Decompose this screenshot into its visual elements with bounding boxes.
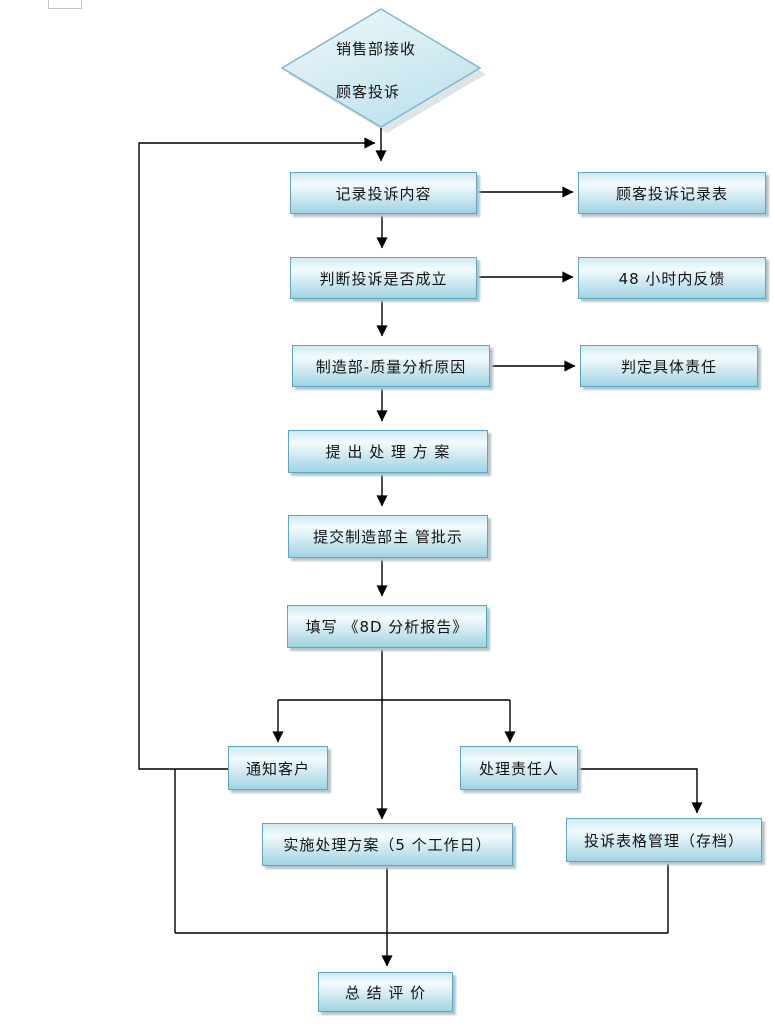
node-fill-8d-report-label: 填写 《8D 分析报告》 bbox=[305, 618, 469, 636]
node-feedback-48h: 48 小时内反馈 bbox=[578, 257, 766, 299]
node-notify-customer: 通知客户 bbox=[228, 746, 328, 790]
connector-handler-archive bbox=[578, 768, 703, 814]
node-implement-plan-label: 实施处理方案（5 个工作日） bbox=[283, 836, 492, 854]
node-analyze-cause: 制造部-质量分析原因 bbox=[292, 345, 490, 387]
start-diamond bbox=[280, 8, 482, 128]
connector-feedback-loop bbox=[138, 137, 376, 770]
node-form-archive: 投诉表格管理（存档） bbox=[566, 818, 762, 862]
node-summary: 总 结 评 价 bbox=[318, 972, 453, 1012]
node-propose-plan: 提 出 处 理 方 案 bbox=[288, 430, 488, 473]
node-propose-plan-label: 提 出 处 理 方 案 bbox=[325, 443, 451, 461]
node-form-archive-label: 投诉表格管理（存档） bbox=[583, 831, 744, 850]
node-judge: 判断投诉是否成立 bbox=[290, 257, 477, 299]
node-record: 记录投诉内容 bbox=[290, 172, 477, 214]
start-label-line1: 销售部接收 bbox=[336, 40, 417, 58]
connector-lines bbox=[138, 128, 703, 967]
node-judge-label: 判断投诉是否成立 bbox=[319, 269, 448, 288]
node-implement-plan: 实施处理方案（5 个工作日） bbox=[262, 823, 513, 866]
page-artifact-rectangle bbox=[48, 0, 82, 9]
node-determine-responsibility: 判定具体责任 bbox=[580, 345, 758, 387]
node-handle-responsible-label: 处理责任人 bbox=[478, 759, 559, 778]
node-submit-approval-label: 提交制造部主 管批示 bbox=[313, 528, 463, 546]
node-record-form-label: 顾客投诉记录表 bbox=[615, 184, 728, 203]
node-handle-responsible: 处理责任人 bbox=[460, 746, 578, 790]
node-submit-approval: 提交制造部主 管批示 bbox=[288, 515, 488, 558]
node-start-label: 销售部接收 顾客投诉 bbox=[336, 28, 416, 114]
node-notify-customer-label: 通知客户 bbox=[245, 759, 310, 778]
node-analyze-cause-label: 制造部-质量分析原因 bbox=[315, 357, 467, 376]
node-fill-8d-report: 填写 《8D 分析报告》 bbox=[287, 605, 487, 648]
node-record-label: 记录投诉内容 bbox=[335, 184, 432, 203]
node-determine-responsibility-label: 判定具体责任 bbox=[620, 357, 717, 376]
node-feedback-48h-label: 48 小时内反馈 bbox=[618, 269, 726, 288]
start-label-line2: 顾客投诉 bbox=[336, 83, 401, 101]
node-summary-label: 总 结 评 价 bbox=[344, 983, 427, 1002]
node-record-form: 顾客投诉记录表 bbox=[578, 172, 766, 214]
